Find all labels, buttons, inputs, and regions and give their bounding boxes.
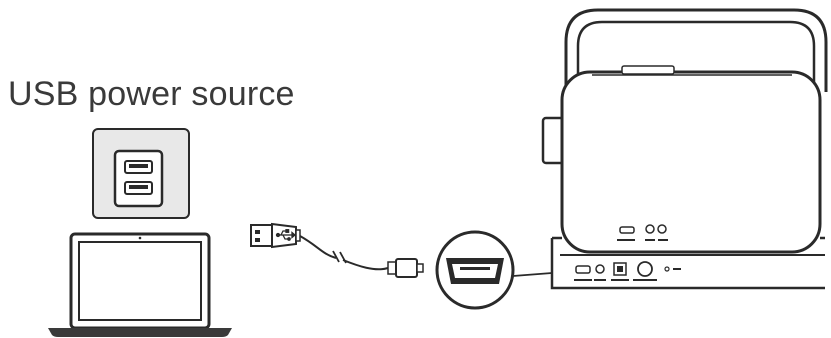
usb-cable-icon [250,222,424,278]
micro-usb-port-zoom-icon [435,230,553,310]
usb-wall-outlet-icon [92,128,190,219]
usb-power-source-label: USB power source [8,75,295,113]
usb-symbol-icon [275,229,297,241]
laptop-icon [48,232,232,337]
speaker-dock-icon [541,8,828,290]
